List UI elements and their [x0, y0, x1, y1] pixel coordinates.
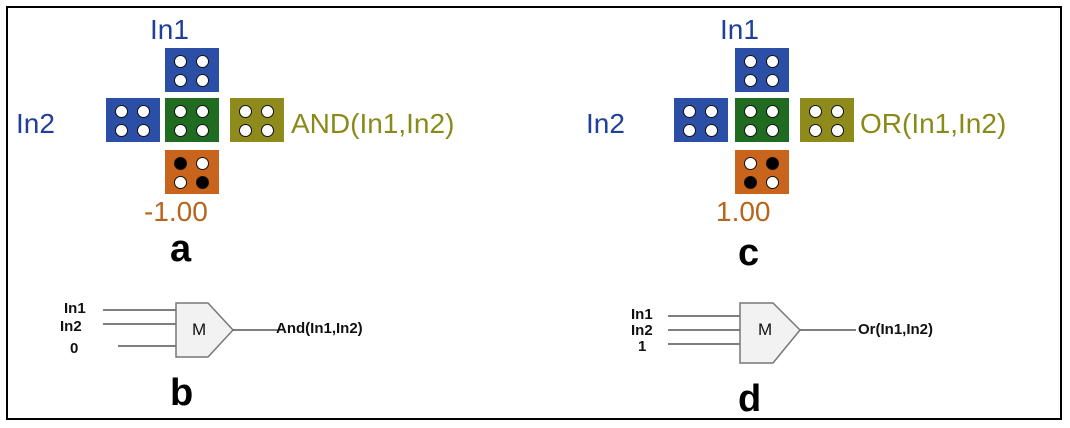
input-1-label: In1 — [150, 14, 189, 45]
bias-cell — [733, 148, 791, 196]
input-1-label: In1 — [720, 14, 759, 45]
input-2-label: In2 — [586, 108, 625, 139]
bias-cell — [163, 148, 221, 196]
panel-letter: b — [170, 372, 194, 414]
bias-value: -1.00 — [144, 196, 208, 227]
gate-input-2: In2 — [631, 322, 653, 339]
gate-output: And(In1,In2) — [276, 320, 363, 337]
in2-cell — [104, 96, 162, 144]
output-label: AND(In1,In2) — [291, 108, 455, 139]
gate-output: Or(In1,In2) — [858, 321, 934, 338]
bias-value: 1.00 — [716, 196, 771, 227]
panel-letter: d — [738, 378, 762, 420]
gate-input-1: In1 — [631, 306, 653, 323]
gate-input-3: 1 — [638, 338, 647, 355]
gate-input-1: In1 — [64, 300, 86, 317]
input-2-label: In2 — [16, 108, 55, 139]
gate-b-schematic — [103, 302, 856, 364]
in1-cell — [163, 46, 221, 94]
panel-letter: c — [738, 232, 760, 274]
gate-input-2: In2 — [60, 318, 82, 335]
gate-label: M — [758, 320, 773, 339]
output-cell — [798, 96, 856, 144]
in1-cell — [733, 46, 791, 94]
output-cell — [228, 96, 286, 144]
panel-letter: a — [170, 228, 192, 270]
gate-input-3: 0 — [70, 340, 79, 357]
figure-frame: In1 In2 AND(In1,In2) -1.00 a In1 In2 — [6, 6, 1062, 420]
output-label: OR(In1,In2) — [860, 108, 1007, 139]
in2-cell — [672, 96, 730, 144]
center-cell — [163, 96, 221, 144]
gate-label: M — [192, 320, 207, 339]
center-cell — [733, 96, 791, 144]
